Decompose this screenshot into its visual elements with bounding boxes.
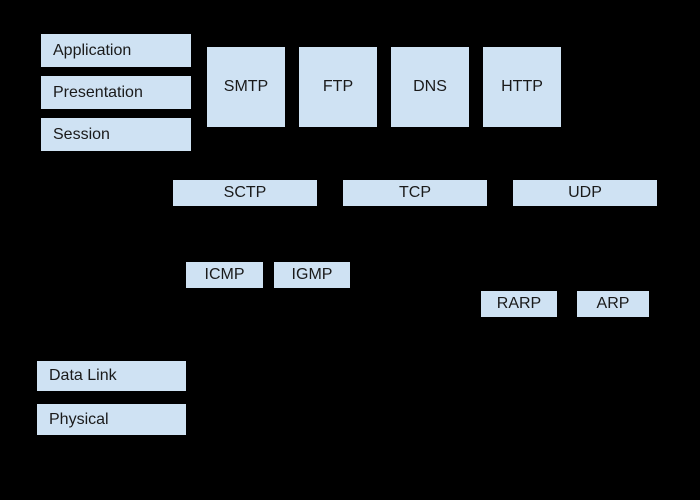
box-rarp: RARP	[481, 291, 557, 317]
box-physical: Physical	[37, 404, 186, 435]
box-label: Session	[53, 125, 110, 143]
box-ftp: FTP	[299, 47, 377, 127]
box-label: HTTP	[501, 78, 543, 96]
box-icmp: ICMP	[186, 262, 263, 288]
box-data-link: Data Link	[37, 361, 186, 391]
box-label: Physical	[49, 410, 109, 428]
box-label: Presentation	[53, 83, 143, 101]
box-label: DNS	[413, 78, 447, 96]
box-label: FTP	[322, 78, 354, 96]
box-label: ARP	[596, 295, 630, 313]
box-label: IGMP	[291, 266, 333, 284]
box-label: Data Link	[49, 367, 117, 385]
box-session: Session	[41, 118, 191, 151]
box-label: ICMP	[204, 266, 245, 284]
box-label: TCP	[399, 184, 431, 202]
box-tcp: TCP	[343, 180, 487, 206]
box-udp: UDP	[513, 180, 657, 206]
box-arp: ARP	[577, 291, 649, 317]
box-presentation: Presentation	[41, 76, 191, 109]
box-sctp: SCTP	[173, 180, 317, 206]
box-label: SCTP	[223, 184, 267, 202]
box-igmp: IGMP	[274, 262, 350, 288]
box-dns: DNS	[391, 47, 469, 127]
box-label: UDP	[568, 184, 602, 202]
box-http: HTTP	[483, 47, 561, 127]
box-label: Application	[53, 41, 132, 59]
box-smtp: SMTP	[207, 47, 285, 127]
box-label: SMTP	[223, 78, 269, 96]
box-application: Application	[41, 34, 191, 67]
box-label: RARP	[496, 295, 542, 313]
